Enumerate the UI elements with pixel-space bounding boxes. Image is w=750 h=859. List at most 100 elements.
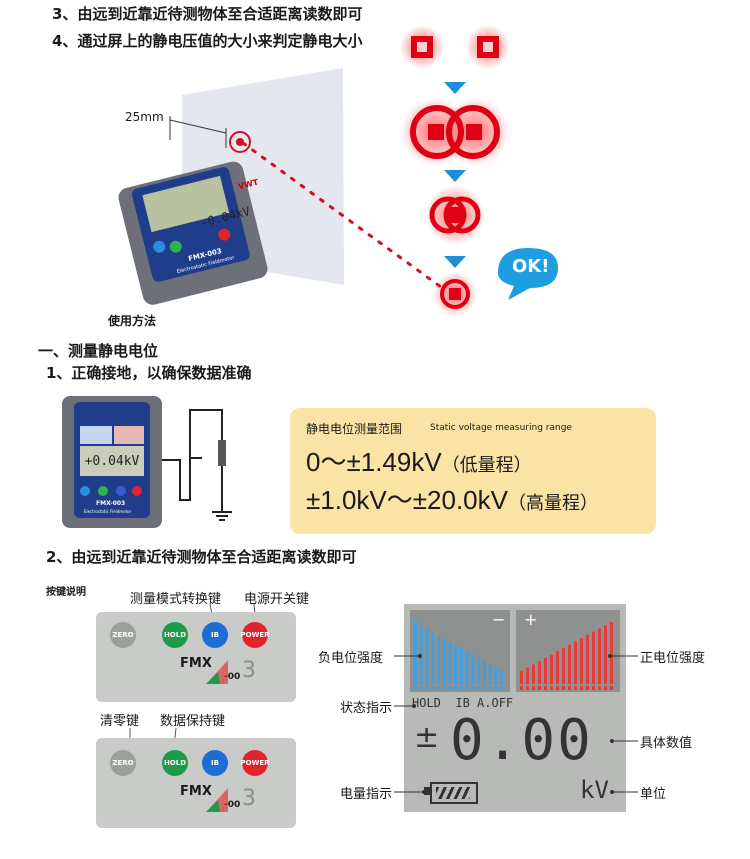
step-3-text: 由远到近靠近待测物体至合适距离读数即可 [77,5,363,23]
step-4: 4、通过屏上的静电压值的大小来判定静电大小 [52,30,362,51]
hold-button[interactable]: HOLD [162,622,188,648]
positive-bar [580,638,583,684]
ok-text: OK! [512,256,550,277]
positive-bar [592,631,595,684]
range-title-cn: 静电电位测量范围 [306,422,403,436]
arrow-down-1 [444,82,466,94]
ground-cable [162,409,232,521]
grounded-device-face: +0.04kV FMX-003 Electrostatic Fieldmeter [74,402,150,518]
ib-button-2[interactable]: IB [202,750,228,776]
ring-close-left [429,196,467,234]
zero-button-2[interactable]: ZERO [110,750,136,776]
negative-bar-base [483,686,486,690]
negative-bar [431,631,435,684]
approach-dotted-line [241,141,447,292]
zero-button[interactable]: ZERO [110,622,136,648]
fmx-logo-2-red [206,788,228,812]
device-button-1 [153,240,166,253]
positive-bar-base [562,686,565,690]
label-positive-intensity: 正电位强度 [640,651,706,666]
negative-bar-base [465,686,469,690]
distance-label: 25mm [125,110,164,124]
positive-bar-base [550,686,553,690]
positive-bar-base [604,686,607,690]
callout-power-key: 电源开关键 [244,592,310,607]
positive-bar-base [568,686,571,690]
negative-sign: − [492,610,506,629]
label-specific-value: 具体数值 [640,736,693,751]
spot-close [447,207,463,223]
section-1-item-1: 1、正确接地，以确保数据准确 [46,364,252,382]
positive-bar [604,625,607,684]
negative-bar-base [442,686,446,690]
battery-icon [430,782,478,804]
negative-bar [465,651,469,684]
negative-bar-base [460,686,463,690]
grounded-device-button-4 [132,486,142,496]
dot-value [610,739,614,743]
negative-bar-base [500,686,504,690]
reading-sign: ± [414,720,440,755]
positive-bar [586,635,589,684]
label-negative-intensity: 负电位强度 [318,651,384,666]
fmx-logo-1 [206,660,228,684]
negative-bar [500,670,504,684]
reading-value: 0.00 [450,708,593,773]
power-button-2[interactable]: POWER [241,750,270,776]
device-button-3 [218,228,231,241]
negative-bar [425,628,429,684]
negative-bar [460,648,463,684]
spot-right-core [483,42,493,52]
dot-negative [418,654,422,658]
negative-bar-base [419,686,423,690]
range-high: ±1.0kV～±20.0kV（高量程） [306,480,598,517]
dot-status [412,704,416,708]
positive-bar [532,664,535,684]
target-ring [229,131,251,153]
positive-bar-base [592,686,595,690]
section-1-title: 一、测量静电电位 [38,342,159,360]
section-2-item-2: 2、由远到近靠近待测物体至合适距离读数即可 [46,548,357,566]
range-high-label: （高量程） [507,493,598,514]
alignment-sequence [400,25,558,316]
usage-diagram-svg [118,68,447,305]
step-4-number: 4、 [52,32,78,50]
device-button-2 [169,240,182,253]
power-button[interactable]: POWER [241,622,270,648]
negative-bar-base [425,686,429,690]
negative-bar-base [488,686,492,690]
fmx-logo-2-green [206,800,220,812]
ok-bubble [498,248,558,300]
negative-bar-base [494,686,498,690]
negative-bar-base [414,686,417,690]
negative-bar [414,622,417,684]
ring-close-right [443,196,481,234]
grounded-device-button-3 [116,486,126,496]
positive-bar-base [586,686,589,690]
positive-bar [526,667,529,684]
range-low-value: 0～±1.49kV [306,447,442,477]
device-lcd [142,175,230,233]
negative-bar-base [448,686,452,690]
negative-bar [437,635,440,684]
key-panel-2: ZERO HOLD IB POWER FMX -00 3 [96,738,296,828]
dot-positive [608,654,612,658]
grounded-device-button-2 [98,486,108,496]
positive-bar [556,651,559,684]
range-high-value: ±1.0kV～±20.0kV [306,485,508,515]
fmx-number-1: 3 [242,658,256,683]
usage-caption: 使用方法 [108,314,157,328]
fieldmeter-device [118,161,268,305]
label-battery-indicator: 电量指示 [340,787,393,802]
step-3-number: 3、 [52,5,78,23]
positive-bar-base [520,686,523,690]
negative-bar [442,638,446,684]
ib-button[interactable]: IB [202,622,228,648]
range-low-label: （低量程） [441,455,532,476]
grounded-device-lcd: +0.04kV [80,446,144,476]
hold-button-2[interactable]: HOLD [162,750,188,776]
spot-left-core [417,42,427,52]
fmx-number-2: 3 [242,786,256,811]
positive-bar-base [532,686,535,690]
